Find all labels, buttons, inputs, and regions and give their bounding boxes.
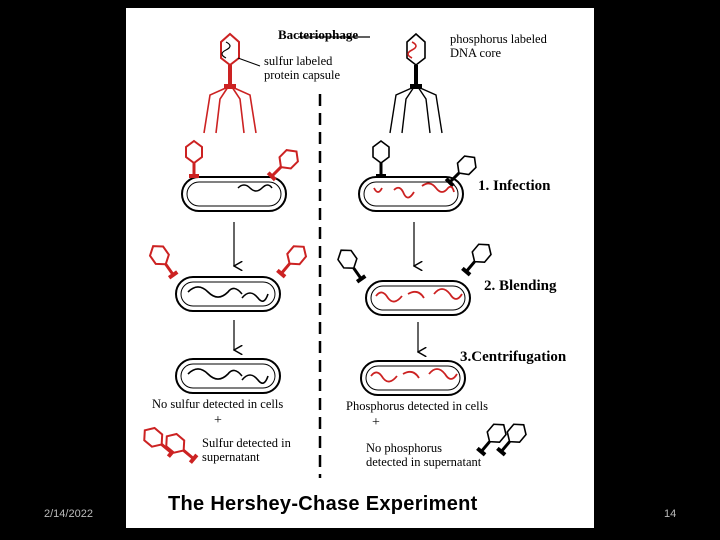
experiment-illustration: [138, 33, 531, 478]
step-blending-label: 2. Blending: [484, 278, 557, 294]
attached-phage-left: [185, 140, 203, 179]
sulfur-supernatant-label: Sulfur detected in supernatant: [202, 436, 291, 464]
slide-page-number: 14: [664, 508, 677, 520]
sulfur-labeled-phage: [203, 33, 257, 134]
step-centrifugation-label: 3.Centrifugation: [460, 349, 567, 365]
no-sulfur-cells-label: No sulfur detected in cells: [152, 397, 284, 411]
phosphorus-cells-label: Phosphorus detected in cells: [346, 399, 488, 413]
plus-left: +: [214, 413, 222, 428]
phosphorus-labeled-phage: [389, 33, 443, 134]
step-infection-label: 1. Infection: [478, 178, 551, 194]
bacteriophage-label: Bacteriophage: [278, 27, 359, 42]
diagram-panel: Bacteriophage sulfur labeled protein cap…: [126, 8, 594, 528]
slide-date: 2/14/2022: [44, 508, 93, 520]
plus-right: +: [372, 415, 380, 430]
diagram-title: The Hershey-Chase Experiment: [168, 493, 478, 515]
sulfur-capsule-label: sulfur labeled protein capsule: [264, 54, 341, 82]
no-phosphorus-supernatant-label: No phosphorus detected in supernatant: [366, 441, 482, 469]
phosphorus-core-label: phosphorus labeled DNA core: [450, 32, 547, 60]
